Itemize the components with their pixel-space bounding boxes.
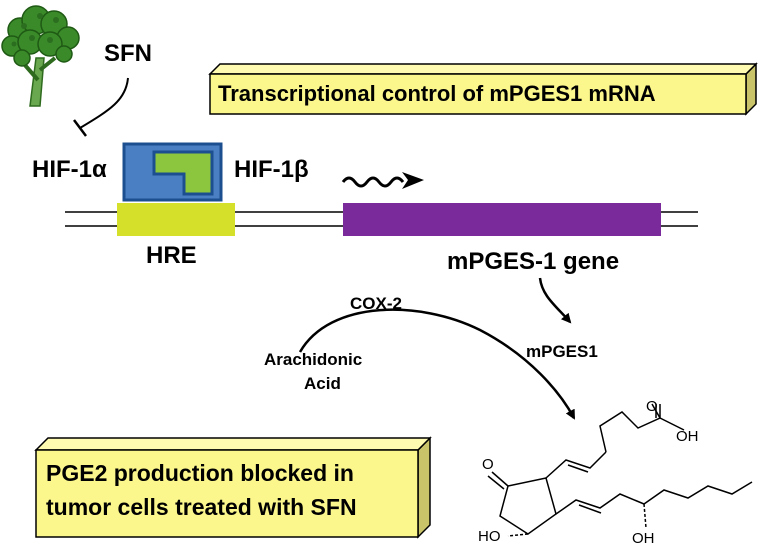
hif1a-label: HIF-1α <box>32 156 107 183</box>
broccoli-icon <box>1 5 80 107</box>
hre-element <box>117 203 235 236</box>
mpges1-gene-label: mPGES-1 gene <box>447 248 620 275</box>
hif-complex <box>122 142 223 202</box>
acid-label: Acid <box>304 374 341 393</box>
chain-hydroxyl-label: OH <box>632 530 655 547</box>
arachidonic-label: Arachidonic <box>264 350 363 369</box>
pge2-molecule <box>487 403 753 537</box>
ketone-oxygen-label: O <box>482 456 494 473</box>
inhibition-arrow-icon <box>79 77 129 129</box>
cox2-label: COX-2 <box>350 294 402 313</box>
pge2-blocked-line1: PGE2 production blocked in <box>46 460 354 486</box>
mpges1-gene-bar <box>343 203 661 236</box>
acid-hydroxyl-label: OH <box>676 428 699 445</box>
hre-label: HRE <box>146 242 197 269</box>
acid-oxygen-label: O <box>646 398 658 415</box>
mpges1-enzyme-label: mPGES1 <box>526 342 598 361</box>
sfn-label: SFN <box>104 40 152 67</box>
pge2-blocked-line2: tumor cells treated with SFN <box>46 494 357 520</box>
pge2-blocked-box <box>34 436 432 539</box>
ring-hydroxyl-label: HO <box>478 528 501 545</box>
transcription-squiggle-arrow-icon <box>341 172 424 189</box>
gene-to-enzyme-arrow <box>538 277 572 324</box>
hif1b-label: HIF-1β <box>234 156 309 183</box>
cox2-conversion-arrow <box>298 308 576 420</box>
transcriptional-control-box <box>208 62 758 116</box>
transcriptional-control-text: Transcriptional control of mPGES1 mRNA <box>218 81 656 106</box>
